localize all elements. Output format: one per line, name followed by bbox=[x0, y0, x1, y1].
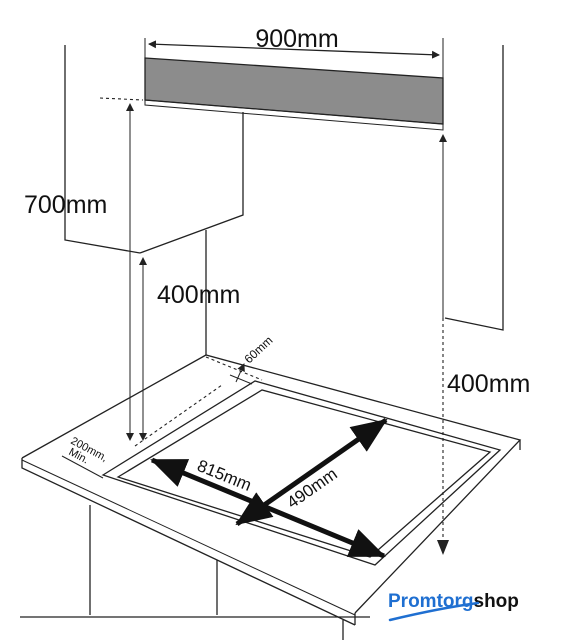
left-wall-outline bbox=[64, 45, 141, 254]
right-wall-outline bbox=[444, 45, 504, 331]
dim-900-arrow bbox=[148, 40, 440, 59]
label-60mm: 60mm bbox=[241, 333, 275, 366]
dim-400-right-arrowhead bbox=[437, 540, 449, 555]
dim-60-tick bbox=[229, 374, 253, 385]
range-hood bbox=[144, 57, 444, 125]
promtorgshop-logo: Promtorgshop bbox=[388, 591, 519, 622]
dim-700-top-dash bbox=[99, 97, 144, 101]
label-700mm: 700mm bbox=[24, 191, 107, 219]
cutout-outer bbox=[101, 380, 502, 566]
dim-60-dash bbox=[205, 356, 263, 381]
dim-200-line bbox=[61, 455, 104, 479]
dim-200-dash bbox=[134, 384, 223, 447]
label-400mm-right: 400mm bbox=[447, 370, 530, 398]
dim-60-arrow bbox=[235, 363, 245, 383]
cutout-inner bbox=[116, 389, 492, 558]
countertop-front-edge bbox=[21, 458, 356, 626]
wall-cabinet bbox=[139, 112, 244, 254]
cutout-length-arrow bbox=[150, 457, 386, 559]
label-400mm-left: 400mm bbox=[157, 281, 240, 309]
label-900mm: 900mm bbox=[255, 25, 338, 53]
range-hood-edge bbox=[144, 99, 444, 131]
cutout-width-arrow bbox=[235, 417, 388, 527]
svg-text:Promtorgshop: Promtorgshop bbox=[388, 591, 519, 612]
countertop-top bbox=[21, 354, 522, 614]
